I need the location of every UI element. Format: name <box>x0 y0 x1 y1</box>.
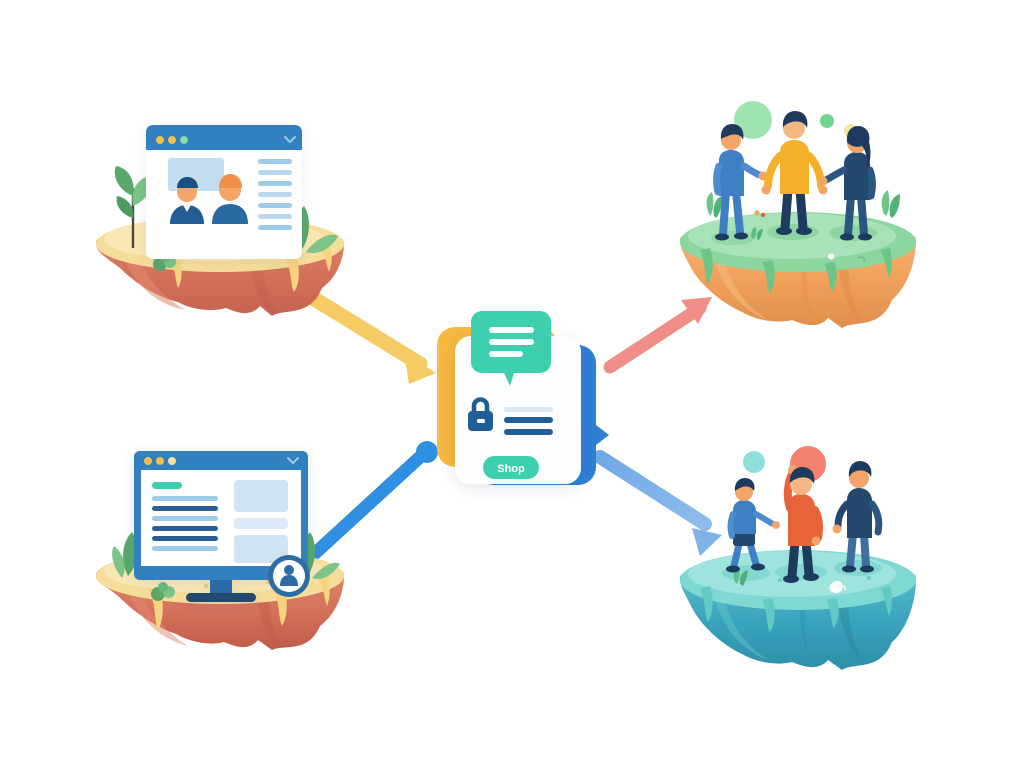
water-drip-2 <box>762 598 775 632</box>
connector-dot-marker <box>416 441 438 463</box>
plant-left <box>112 532 137 578</box>
text-line <box>152 526 218 531</box>
avatar-person-1 <box>170 177 204 224</box>
sand-drip-2 <box>272 588 287 626</box>
chevron-down-icon[interactable] <box>284 136 296 143</box>
grass-tuft-left <box>706 192 722 218</box>
chevron-down-icon[interactable] <box>287 457 299 464</box>
window-titlebar <box>134 451 308 470</box>
window-dot-3[interactable] <box>168 457 176 465</box>
accent-line <box>152 482 182 489</box>
pebble <box>203 583 209 589</box>
grass-blade <box>756 229 763 240</box>
text-line <box>258 192 292 197</box>
node-green-grass-island[interactable] <box>680 101 916 328</box>
grass-drip-1 <box>700 248 713 284</box>
grass-blade <box>751 227 757 239</box>
text-line <box>258 170 292 175</box>
window-dot-1[interactable] <box>156 136 164 144</box>
window-dot-2[interactable] <box>168 136 176 144</box>
grass-drip-2 <box>762 260 775 294</box>
person-shadow <box>775 564 827 580</box>
text-line <box>152 506 218 511</box>
ground-detail <box>857 256 866 262</box>
sand-drip-2 <box>170 260 182 288</box>
island-highlight <box>126 582 188 646</box>
water-drip-3 <box>826 598 839 628</box>
decor-circle-small-teal <box>743 451 765 473</box>
person-center <box>783 465 823 583</box>
grass-drip-3 <box>824 262 837 292</box>
person-right <box>818 126 876 241</box>
window-dot-3[interactable] <box>180 136 188 144</box>
decor-circle-small-green <box>820 114 834 128</box>
doc-line-2 <box>504 417 553 423</box>
ground-stone-detail <box>835 584 847 591</box>
ground-detail <box>778 578 782 582</box>
node-water-island[interactable] <box>680 446 916 670</box>
water-drip-1 <box>700 586 713 622</box>
text-line <box>258 203 292 208</box>
user-avatar-badge[interactable] <box>268 555 310 597</box>
blue-card-notch <box>596 425 609 445</box>
person-left <box>726 478 780 573</box>
text-line <box>258 181 292 186</box>
user-icon <box>280 565 298 586</box>
ground-stone <box>827 253 835 260</box>
text-line <box>152 496 218 501</box>
shop-button-label: Shop <box>497 463 525 475</box>
browser-window[interactable] <box>146 125 302 259</box>
bubble-line <box>489 327 534 333</box>
connector-hub-to-bottom-right <box>593 450 722 556</box>
sand-drip-3 <box>318 576 330 606</box>
text-line <box>152 516 218 521</box>
water-drip-4 <box>880 586 892 616</box>
grass-tuft-right <box>881 190 900 218</box>
content-block <box>234 480 288 512</box>
text-line <box>258 225 292 230</box>
ground-detail <box>760 212 766 218</box>
grass-drip-4 <box>880 248 892 278</box>
connector-top-left-to-hub <box>287 279 436 384</box>
bubble-line <box>489 351 523 357</box>
connector-hub-to-top-right <box>603 297 712 374</box>
speech-bubble <box>471 311 551 386</box>
ground-detail <box>754 210 760 216</box>
window-dot-1[interactable] <box>144 457 152 465</box>
content-block <box>234 535 288 563</box>
bubble-line <box>489 339 534 345</box>
text-line <box>258 214 292 219</box>
desktop-monitor[interactable] <box>134 451 308 602</box>
shop-button[interactable]: Shop <box>483 456 539 479</box>
connector-bottom-left-to-hub <box>293 441 438 574</box>
doc-line-3 <box>504 429 553 435</box>
avatar-person-2 <box>212 174 248 224</box>
bush <box>151 582 175 601</box>
speech-bubble-tail <box>504 373 514 386</box>
sand-drip-3 <box>320 246 332 272</box>
person-right <box>832 461 883 573</box>
text-line <box>152 536 218 541</box>
decor-circle-large-green <box>734 101 772 139</box>
node-desktop-monitor-island[interactable] <box>96 451 344 650</box>
text-line <box>152 546 218 551</box>
person-center <box>761 111 828 235</box>
window-dot-2[interactable] <box>156 457 164 465</box>
monitor-base <box>186 593 256 602</box>
content-block <box>234 518 288 529</box>
sand-drip-1 <box>284 256 299 292</box>
ground-detail <box>867 576 871 580</box>
lock-icon <box>468 397 493 431</box>
text-line <box>258 159 292 164</box>
doc-line-1 <box>504 407 553 412</box>
document-card-hub[interactable]: Shop <box>437 311 609 485</box>
node-browser-profile-island[interactable] <box>96 125 344 316</box>
person-left <box>713 124 768 241</box>
person-shadow <box>834 560 882 576</box>
monitor-neck <box>210 580 232 595</box>
